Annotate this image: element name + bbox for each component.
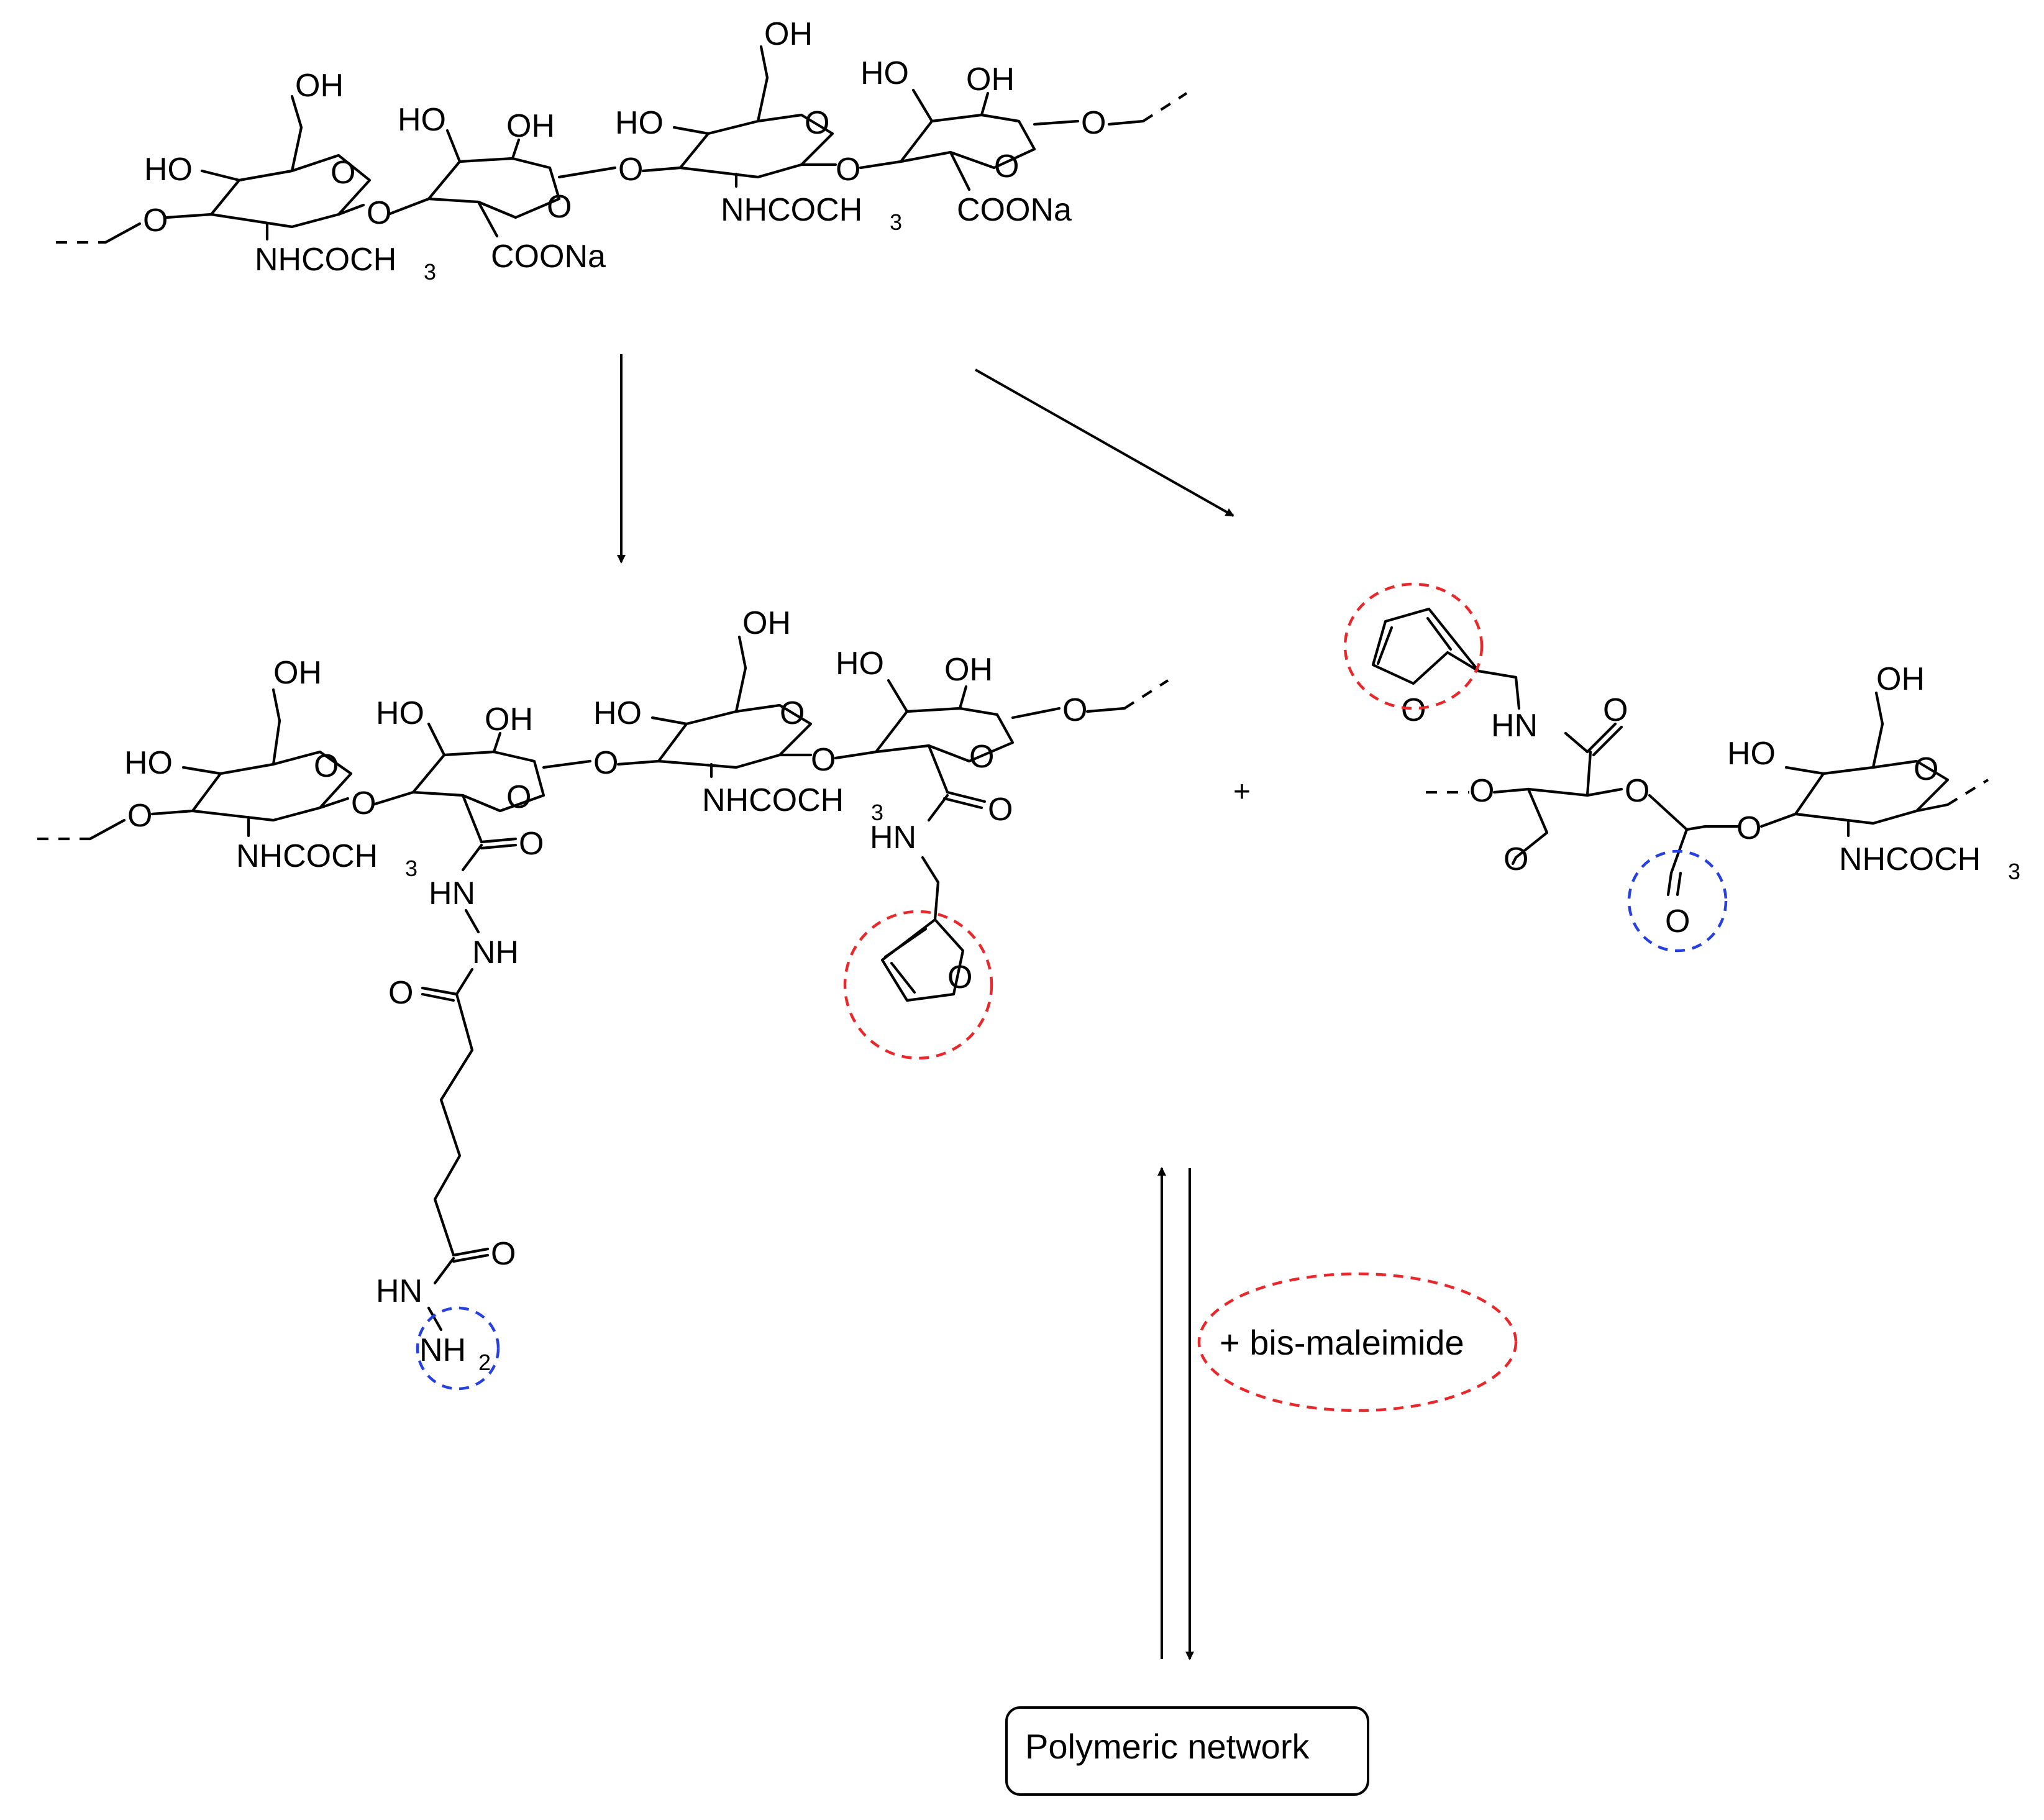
- atom-o: O: [388, 975, 413, 1011]
- atom-o: O: [547, 189, 572, 225]
- atom-oh: OH: [764, 16, 813, 52]
- atom-o: O: [1469, 773, 1494, 809]
- furan-highlight-circle: [843, 910, 993, 1060]
- atom-o: O: [1401, 692, 1426, 728]
- atom-o: O: [506, 779, 531, 815]
- atom-coona: COONa: [957, 192, 1072, 228]
- product-label: Polymeric network: [1025, 1727, 1310, 1766]
- atom-o: O: [314, 748, 339, 784]
- atom-o: O: [331, 155, 355, 191]
- atom-ho: HO: [124, 745, 173, 781]
- amine-highlight-circle: [416, 1306, 500, 1391]
- atom-oh: OH: [1876, 661, 1925, 697]
- reagent-label: + bis-maleimide: [1220, 1323, 1464, 1362]
- atom-nhcoch: NHCOCH: [255, 242, 396, 278]
- atom-ho: HO: [398, 102, 446, 138]
- atom-oh: OH: [506, 108, 555, 144]
- atom-o: O: [351, 785, 376, 821]
- atom-ho: HO: [860, 55, 909, 91]
- atom-o: O: [367, 195, 391, 231]
- atom-sub3: 3: [2008, 859, 2020, 884]
- atom-o: O: [519, 826, 544, 862]
- atom-oh: OH: [742, 605, 791, 641]
- atom-nh: NH: [419, 1332, 466, 1368]
- atom-o: O: [947, 959, 972, 995]
- atom-oh: OH: [273, 655, 322, 691]
- atom-o: O: [1503, 841, 1528, 877]
- furan-highlight-ellipse: [1343, 582, 1484, 710]
- atom-hn: HN: [870, 820, 916, 856]
- hyaluronate-chain-top: O OH HO O NHCOCH 3 O HO OH O CO: [56, 16, 1188, 285]
- atom-nhcoch: NHCOCH: [1839, 841, 1981, 877]
- atom-nhcoch: NHCOCH: [236, 838, 378, 874]
- atom-o: O: [811, 742, 836, 778]
- atom-oh: OH: [944, 652, 993, 688]
- atom-ho: HO: [615, 105, 664, 141]
- atom-hn: HN: [1491, 708, 1538, 744]
- atom-coona: COONa: [491, 239, 606, 275]
- atom-o: O: [1625, 773, 1649, 809]
- atom-o: O: [491, 1236, 516, 1272]
- atom-nh: NH: [472, 935, 519, 971]
- atom-sub3: 3: [405, 856, 417, 881]
- atom-sub3: 3: [424, 259, 436, 285]
- atom-nhcoch: NHCOCH: [721, 192, 862, 228]
- atom-ho: HO: [376, 695, 424, 731]
- atom-o: O: [1665, 903, 1690, 940]
- glcnac-ring-2: OH HO O NHCOCH 3 O: [615, 16, 903, 235]
- atom-oh: OH: [966, 62, 1015, 98]
- glca-ring-2: HO OH O COONa O: [860, 55, 1188, 228]
- atom-o: O: [969, 739, 994, 775]
- atom-o: O: [805, 105, 829, 141]
- atom-oh: OH: [295, 68, 344, 104]
- atom-o: O: [1603, 692, 1628, 728]
- arrow-diagonal: [975, 368, 1234, 517]
- atom-sub3: 3: [890, 209, 902, 235]
- atom-o: O: [1914, 751, 1938, 787]
- atom-o: O: [780, 695, 805, 731]
- atom-o: O: [994, 149, 1019, 185]
- oxidized-hyaluronate-chain: O O O HN O O O O OH: [1343, 582, 2020, 953]
- modified-hyaluronate-chain: O OH HO O NHCOCH 3 O HO OH O O HN NH O: [37, 605, 1169, 1391]
- atom-nhcoch: NHCOCH: [702, 782, 844, 818]
- reagent-highlight-ellipse: [1197, 1272, 1518, 1412]
- atom-o: O: [618, 152, 643, 188]
- atom-ho: HO: [593, 695, 642, 731]
- atom-o: O: [1736, 810, 1761, 846]
- atom-o: O: [1062, 692, 1087, 728]
- atom-hn: HN: [429, 876, 475, 912]
- atom-sub2: 2: [478, 1350, 491, 1375]
- atom-ho: HO: [1727, 736, 1776, 772]
- atom-o: O: [127, 798, 152, 834]
- atom-o: O: [836, 152, 860, 188]
- atom-hn: HN: [376, 1273, 422, 1309]
- glcnac-ring-1: OH HO O NHCOCH 3 O: [144, 68, 436, 285]
- atom-o: O: [1081, 105, 1106, 141]
- glca-ring-1: HO OH O COONa O: [398, 102, 682, 275]
- atom-ho: HO: [836, 646, 884, 682]
- atom-oh: OH: [485, 702, 533, 738]
- plus-sign: +: [1233, 775, 1251, 808]
- aldehyde-highlight-circle: [1627, 849, 1728, 953]
- atom-ho: HO: [144, 152, 193, 188]
- product-box: [1005, 1706, 1369, 1796]
- atom-sub3: 3: [871, 800, 883, 825]
- atom-o: O: [593, 745, 618, 781]
- atom-o: O: [988, 792, 1013, 828]
- atom-o: O: [143, 203, 168, 239]
